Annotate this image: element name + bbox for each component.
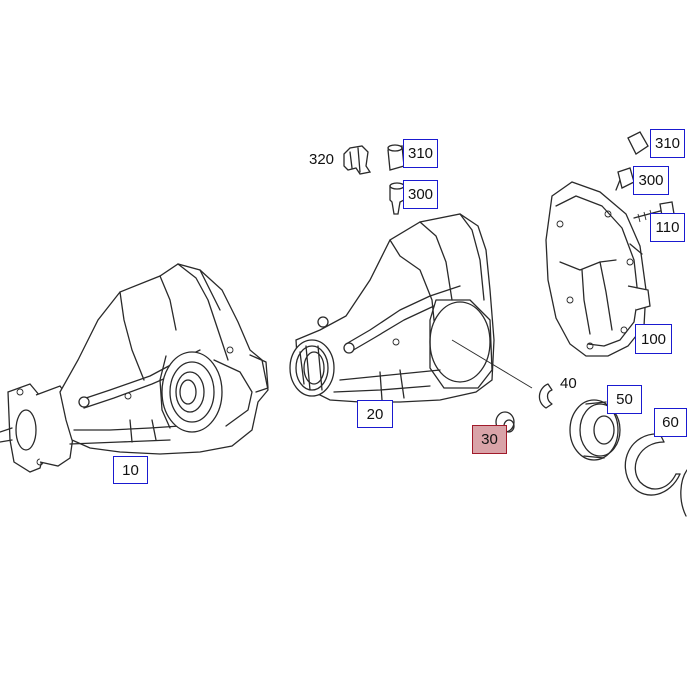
part-10-differential-housing <box>0 263 269 473</box>
part-60-snap-ring <box>624 433 687 517</box>
callout-300-right[interactable]: 300 <box>633 166 669 195</box>
callout-60[interactable]: 60 <box>654 408 687 437</box>
part-310-sleeve-center <box>387 144 405 171</box>
callout-310-center[interactable]: 310 <box>403 139 438 168</box>
callout-30-selected[interactable]: 30 <box>472 425 507 454</box>
callout-300-center[interactable]: 300 <box>403 180 438 209</box>
callout-50[interactable]: 50 <box>607 385 642 414</box>
callout-20[interactable]: 20 <box>357 400 393 428</box>
callout-10[interactable]: 10 <box>113 456 148 484</box>
part-40-circlip <box>538 383 553 409</box>
callout-40: 40 <box>560 375 577 392</box>
callout-100[interactable]: 100 <box>635 324 672 354</box>
callout-320: 320 <box>309 151 335 168</box>
part-310-sleeve-right <box>627 131 649 155</box>
part-300-sensor-center <box>389 182 405 215</box>
part-50-bearing <box>569 399 621 461</box>
callout-110[interactable]: 110 <box>650 213 685 242</box>
part-100-rear-cover <box>545 181 651 357</box>
callout-310-right[interactable]: 310 <box>650 129 685 158</box>
part-20-differential-housing <box>289 213 533 403</box>
part-320-clip <box>343 145 372 175</box>
part-300-sensor-right <box>615 167 635 191</box>
